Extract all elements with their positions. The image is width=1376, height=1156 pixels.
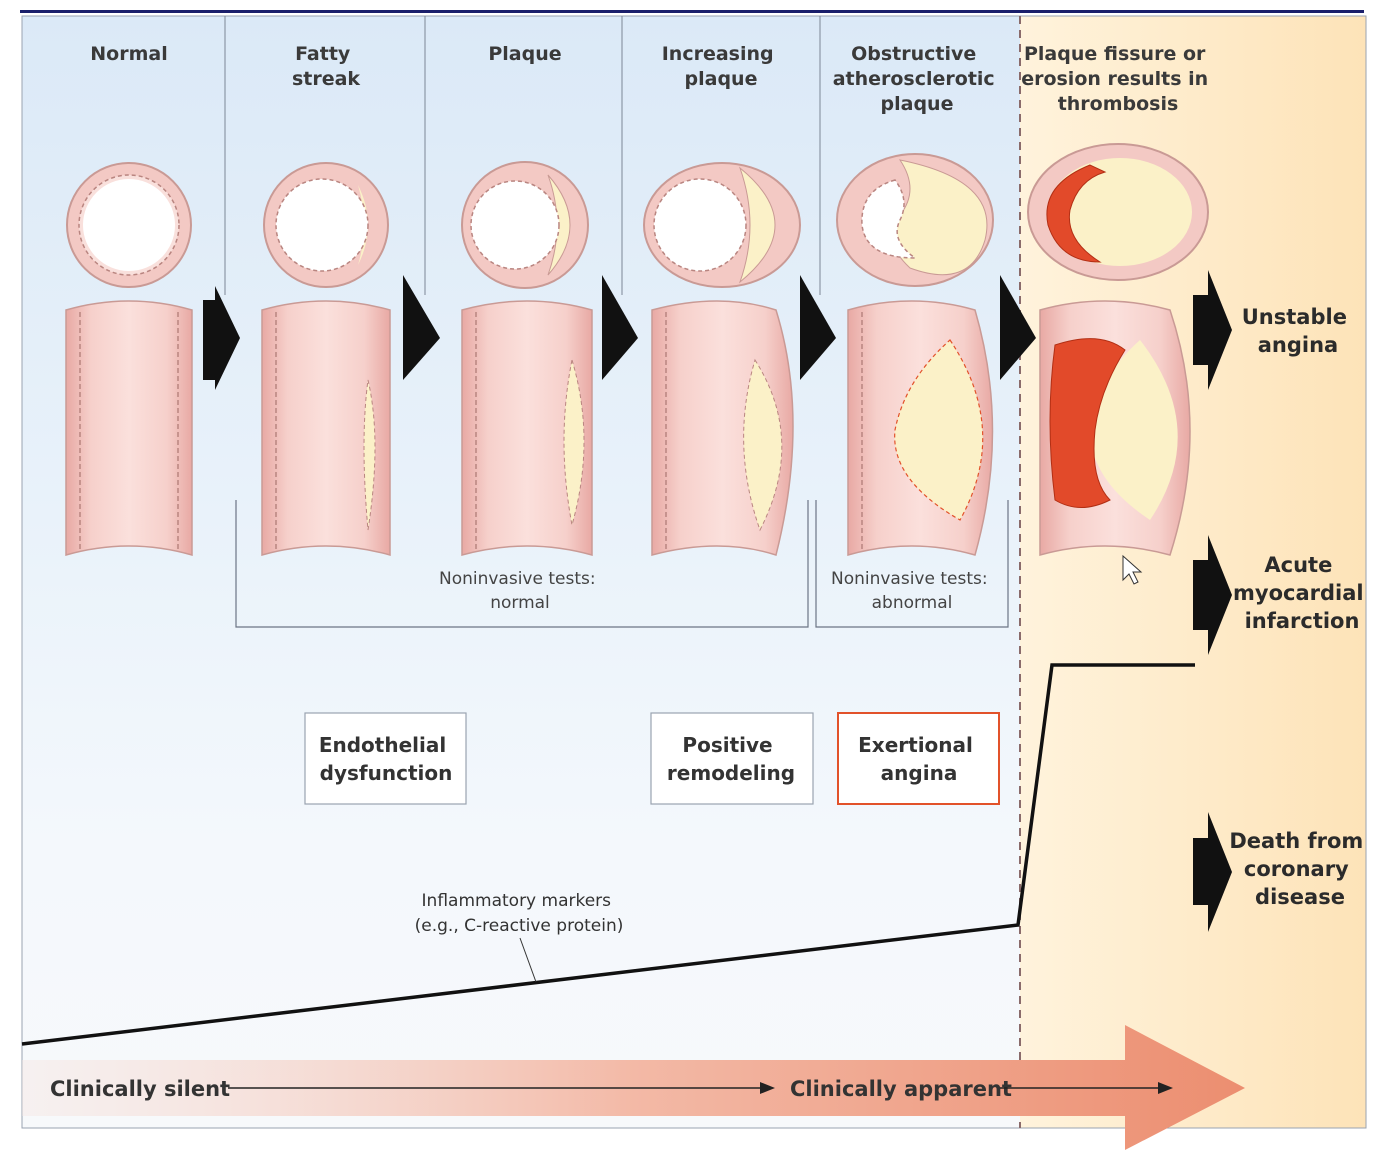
- plaque-vessel: [461, 300, 593, 556]
- stage-arrow-4: [800, 275, 836, 380]
- fatty-streak-vessel: [261, 300, 391, 556]
- stage-title-normal: Normal: [90, 43, 167, 65]
- stage-title-increasing-plaque: Increasing plaque: [662, 43, 781, 90]
- stage-title-plaque: Plaque: [488, 43, 561, 65]
- thin-arrow-2: [1000, 1082, 1173, 1094]
- thin-arrow-1: [228, 1082, 775, 1094]
- outcome-arrows: [1193, 270, 1232, 932]
- stage-title-fissure: Plaque fissure or erosion results in thr…: [1021, 43, 1215, 115]
- inflammatory-markers-line: [21, 663, 1195, 1046]
- diagram-frame: [21, 15, 1367, 1129]
- thrombosis-cross-section: [1027, 143, 1209, 281]
- tests-abnormal-label: Noninvasive tests: abnormal: [831, 569, 993, 613]
- obstructive-cross-section: [836, 153, 994, 287]
- outcome-death: Death from coronary disease: [1229, 829, 1370, 909]
- outcome-arrow-unstable: [1193, 270, 1232, 390]
- box-endothelial-dysfunction: Endothelial dysfunction: [304, 712, 467, 805]
- top-frame-line: [20, 10, 1364, 13]
- mouse-cursor-icon: [1122, 554, 1143, 585]
- stage-arrows: [203, 275, 1036, 390]
- plaque-cross-section: [461, 161, 589, 289]
- svg-text:Positive remodeling: Positive remodeling: [667, 733, 795, 785]
- normal-cross-section: [66, 162, 192, 288]
- bracket-tests-normal: [235, 500, 809, 628]
- svg-text:Endothelial dysfunction: Endothelial dysfunction: [319, 733, 453, 785]
- svg-text:Exertional angina: Exertional angina: [858, 733, 980, 785]
- tests-normal-label: Noninvasive tests: normal: [439, 569, 601, 613]
- obstructive-vessel: [847, 300, 994, 556]
- box-positive-remodeling: Positive remodeling: [650, 712, 814, 805]
- bracket-tests-abnormal: [815, 500, 1009, 628]
- stage-arrow-5: [1000, 275, 1036, 380]
- column-dividers: [224, 16, 821, 295]
- clinically-silent-label: Clinically silent: [50, 1077, 230, 1101]
- outcome-acute-mi: Acute myocardial infarction: [1233, 553, 1371, 633]
- stage-arrow-3: [602, 275, 638, 380]
- stage-titles: Normal Fatty streak Plaque Increasing pl…: [90, 43, 1215, 115]
- inflammatory-markers-leader: [519, 937, 537, 983]
- box-exertional-angina: Exertional angina: [837, 712, 1000, 805]
- increasing-plaque-cross-section: [643, 162, 801, 288]
- outcome-unstable-angina: Unstable angina: [1242, 305, 1355, 357]
- normal-vessel: [65, 300, 193, 556]
- outcome-arrow-death: [1193, 812, 1232, 932]
- increasing-plaque-vessel: [651, 300, 794, 556]
- clinically-apparent-label: Clinically apparent: [790, 1077, 1012, 1101]
- stage-arrow-2: [403, 275, 440, 380]
- inflammatory-markers-label: Inflammatory markers (e.g., C-reactive p…: [415, 891, 624, 936]
- thrombosis-vessel: [1039, 300, 1191, 556]
- stage-title-fatty-streak: Fatty streak: [292, 43, 360, 90]
- outcome-arrow-ami: [1193, 535, 1232, 655]
- fatty-streak-cross-section: [263, 162, 389, 288]
- stage-title-obstructive: Obstructive atherosclerotic plaque: [833, 43, 1002, 115]
- stage-arrow-1: [203, 286, 240, 390]
